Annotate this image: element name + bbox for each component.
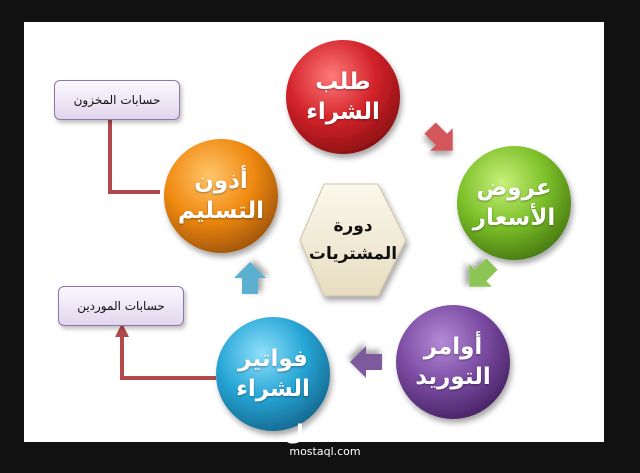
circle-supply-orders — [396, 305, 510, 419]
node-purchase-request-line2: الشراء — [306, 99, 380, 125]
supplier-accounts-label: حسابات الموردين — [77, 299, 165, 313]
center-label-line2: المشتريات — [308, 244, 398, 264]
node-purchase-invoices-line1: فواتير — [238, 346, 308, 372]
watermark: مستقل mostaql.com — [270, 422, 380, 458]
circle-price-offers — [457, 146, 571, 260]
node-delivery-notes-line2: التسليم — [177, 198, 265, 224]
diagram-canvas: دورة المشتريات طلب الشراء عروض الأسعار أ… — [24, 22, 604, 442]
connector-suppliers-arrowhead — [115, 323, 129, 337]
node-purchase-request: طلب الشراء — [283, 67, 403, 127]
connector-inventory — [108, 118, 160, 194]
arrow-purple-icon — [350, 346, 382, 378]
inventory-accounts-box: حسابات المخزون — [54, 80, 180, 120]
center-label: دورة المشتريات — [293, 212, 413, 268]
center-label-line1: دورة — [333, 216, 373, 236]
center-hexagon — [299, 183, 407, 297]
inventory-accounts-label: حسابات المخزون — [73, 93, 161, 107]
node-price-offers: عروض الأسعار — [454, 173, 574, 233]
watermark-logo: مستقل — [284, 421, 366, 446]
circle-delivery-notes — [164, 139, 278, 253]
node-delivery-notes-line1: أذون — [194, 168, 248, 194]
node-supply-orders-line1: أوامر — [423, 334, 483, 360]
node-purchase-request-line1: طلب — [315, 69, 371, 95]
arrow-green-icon — [469, 258, 498, 287]
watermark-site: mostaql.com — [289, 445, 361, 458]
arrow-red-icon — [424, 122, 453, 151]
node-delivery-notes: أذون التسليم — [161, 166, 281, 226]
node-price-offers-line1: عروض — [476, 175, 552, 201]
arrow-blue-icon — [234, 262, 266, 294]
circle-purchase-request — [286, 40, 400, 154]
node-price-offers-line2: الأسعار — [472, 205, 556, 231]
node-supply-orders-line2: التوريد — [415, 364, 491, 390]
node-purchase-invoices: فواتير الشراء — [213, 344, 333, 404]
connector-suppliers — [120, 335, 216, 380]
diagram-graphics — [103, 40, 571, 431]
node-supply-orders: أوامر التوريد — [393, 332, 513, 392]
node-purchase-invoices-line2: الشراء — [236, 376, 310, 402]
circle-purchase-invoices — [216, 317, 330, 431]
supplier-accounts-box: حسابات الموردين — [58, 286, 184, 326]
